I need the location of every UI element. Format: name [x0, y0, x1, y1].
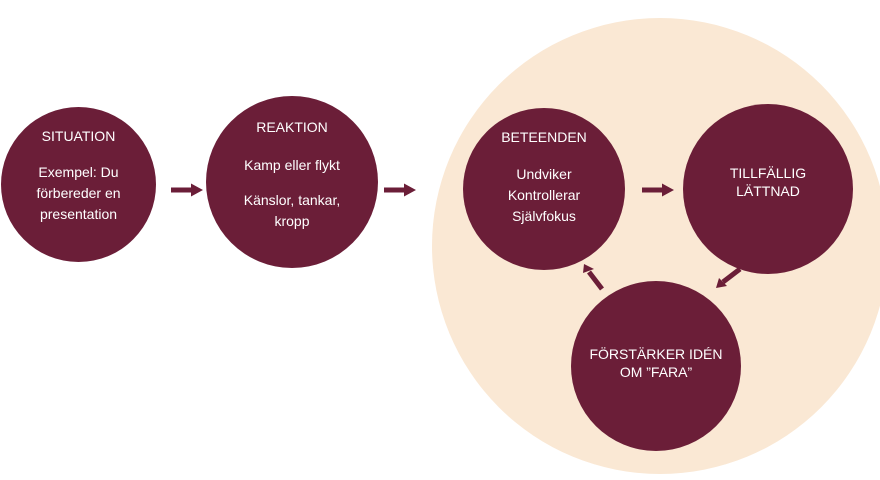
node-lattnad-line: LÄTTNAD — [736, 183, 800, 199]
arrow-down-left-icon — [716, 267, 742, 288]
node-beteenden-line: Självfokus — [512, 208, 576, 224]
node-lattnad-line: TILLFÄLLIG — [729, 165, 807, 181]
node-situation-title: SITUATION — [41, 128, 116, 144]
node-lattnad: TILLFÄLLIG LÄTTNAD — [683, 104, 853, 274]
node-reaktion-line: kropp — [274, 213, 310, 229]
node-reaktion-line: Känslor, tankar, — [243, 192, 341, 208]
node-beteenden: BETEENDEN Undviker Kontrollerar Självfok… — [463, 108, 625, 270]
node-beteenden-title: BETEENDEN — [501, 129, 587, 145]
arrow-right-icon — [171, 183, 203, 197]
node-reaktion: REAKTION Kamp eller flykt Känslor, tanka… — [206, 96, 378, 268]
node-reaktion-line: Kamp eller flykt — [244, 157, 340, 173]
node-situation: SITUATION Exempel: Du förbereder en pres… — [1, 107, 156, 262]
node-forstarker-line: OM ”FARA” — [619, 364, 693, 380]
node-situation-line: Exempel: Du — [38, 164, 119, 180]
node-forstarker-line: FÖRSTÄRKER IDÉN — [589, 346, 723, 362]
node-situation-line: förbereder en — [36, 185, 121, 201]
node-beteenden-line: Kontrollerar — [507, 187, 581, 203]
arrow-up-left-icon — [583, 264, 604, 291]
node-reaktion-title: REAKTION — [256, 119, 328, 135]
node-beteenden-line: Undviker — [516, 166, 572, 182]
node-situation-line: presentation — [39, 206, 118, 222]
arrow-right-icon — [642, 183, 674, 197]
node-forstarker: FÖRSTÄRKER IDÉN OM ”FARA” — [571, 281, 741, 451]
arrow-right-icon — [384, 183, 416, 197]
